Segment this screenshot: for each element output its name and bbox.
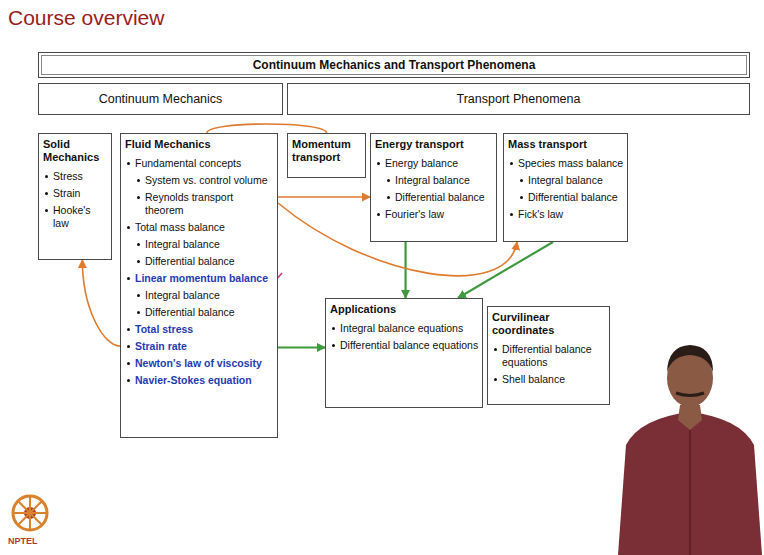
connector — [458, 242, 553, 298]
item-text: System vs. control volume — [145, 174, 268, 186]
item-text: Strain rate — [135, 340, 187, 352]
bullet-item: Newton's law of viscosity — [125, 357, 274, 370]
item-text: Species mass balance — [518, 157, 623, 169]
item-text: Integral balance — [145, 289, 220, 301]
box-heading: Curvilinear coordinates — [492, 311, 606, 337]
bullet-item: Linear momentum balance — [125, 272, 274, 285]
item-text: Fourier's law — [385, 208, 444, 220]
bullet-item: Differential balance equations — [330, 339, 479, 352]
bullet-item: Differential balance — [125, 306, 274, 319]
box-heading: Momentum transport — [292, 138, 362, 164]
item-text: Stress — [53, 170, 83, 182]
box-heading: Solid Mechanics — [43, 138, 108, 164]
bullet-item: Fourier's law — [375, 208, 493, 221]
heading-text: Solid Mechanics — [43, 138, 99, 163]
heading-text: Curvilinear coordinates — [492, 311, 554, 336]
item-text: Differential balance — [528, 191, 618, 203]
heading-text: Applications — [330, 303, 396, 315]
item-text: Integral balance — [528, 174, 603, 186]
bullet-item: Strain rate — [125, 340, 274, 353]
topic-box: Solid MechanicsStressStrainHooke's law — [38, 133, 112, 260]
bullet-item: Differential balance — [375, 191, 493, 204]
box-heading: Applications — [330, 303, 479, 316]
heading-text: Continuum Mechanics — [99, 93, 223, 106]
item-text: Linear momentum balance — [135, 272, 268, 284]
bullet-item: Fick's law — [508, 208, 624, 221]
item-text: Differential balance — [145, 306, 235, 318]
bullet-item: Energy balance — [375, 157, 493, 170]
connector — [278, 346, 325, 348]
bullet-item: Species mass balance — [508, 157, 624, 170]
item-text: Integral balance — [395, 174, 470, 186]
bullet-item: Differential balance — [508, 191, 624, 204]
item-text: Differential balance equations — [340, 339, 478, 351]
bullet-item: Integral balance — [508, 174, 624, 187]
item-text: Strain — [53, 187, 80, 199]
banner-box: Continuum Mechanics and Transport Phenom… — [38, 52, 750, 78]
item-text: Differential balance equations — [502, 343, 592, 368]
item-text: Total stress — [135, 323, 193, 335]
bullet-item: Total stress — [125, 323, 274, 336]
heading-text: Energy transport — [375, 138, 464, 150]
section-header: Continuum Mechanics — [38, 83, 283, 115]
item-text: Hooke's law — [53, 204, 91, 229]
heading-text: Mass transport — [508, 138, 587, 150]
bullet-item: Integral balance equations — [330, 322, 479, 335]
item-text: Newton's law of viscosity — [135, 357, 262, 369]
item-text: Differential balance — [145, 255, 235, 267]
bullet-item: Strain — [43, 187, 108, 200]
heading-text: Momentum transport — [292, 138, 351, 163]
bullet-item: Differential balance equations — [492, 343, 606, 369]
bullet-item: Reynolds transport theorem — [125, 191, 274, 217]
bullet-item: Stress — [43, 170, 108, 183]
bullet-item: Total mass balance — [125, 221, 274, 234]
box-heading: Fluid Mechanics — [125, 138, 274, 151]
nptel-logo — [13, 496, 47, 530]
item-text: Integral balance equations — [340, 322, 463, 334]
slide-title: Course overview — [8, 6, 164, 30]
bullet-item: Integral balance — [125, 289, 274, 302]
bullet-item: Differential balance — [125, 255, 274, 268]
bullet-item: Navier-Stokes equation — [125, 374, 274, 387]
section-header: Transport Phenomena — [287, 83, 750, 115]
heading-text: Fluid Mechanics — [125, 138, 211, 150]
item-text: Shell balance — [502, 373, 565, 385]
bullet-item: Fundamental concepts — [125, 157, 274, 170]
logo-text: NPTEL — [8, 536, 38, 546]
lecturer-figure — [618, 345, 762, 555]
topic-box: Energy transportEnergy balanceIntegral b… — [370, 133, 497, 242]
item-text: Reynolds transport theorem — [145, 191, 233, 216]
connector — [278, 196, 370, 198]
item-text: Differential balance — [395, 191, 485, 203]
item-text: Integral balance — [145, 238, 220, 250]
heading-text: Transport Phenomena — [457, 93, 581, 106]
topic-box: Curvilinear coordinatesDifferential bala… — [487, 306, 610, 405]
bullet-item: Hooke's law — [43, 204, 108, 230]
topic-box: Momentum transport — [287, 133, 366, 178]
connector — [82, 260, 120, 346]
topic-box: ApplicationsIntegral balance equationsDi… — [325, 298, 483, 408]
heading-text: Continuum Mechanics and Transport Phenom… — [253, 59, 536, 72]
topic-box: Fluid MechanicsFundamental conceptsSyste… — [120, 133, 278, 438]
bullet-item: Shell balance — [492, 373, 606, 386]
connector — [404, 242, 406, 298]
item-text: Navier-Stokes equation — [135, 374, 252, 386]
box-heading: Energy transport — [375, 138, 493, 151]
item-text: Energy balance — [385, 157, 458, 169]
box-heading: Mass transport — [508, 138, 624, 151]
bullet-item: Integral balance — [125, 238, 274, 251]
item-text: Total mass balance — [135, 221, 225, 233]
item-text: Fick's law — [518, 208, 563, 220]
bullet-item: Integral balance — [375, 174, 493, 187]
bullet-item: System vs. control volume — [125, 174, 274, 187]
item-text: Fundamental concepts — [135, 157, 241, 169]
topic-box: Mass transportSpecies mass balanceIntegr… — [503, 133, 628, 242]
connector — [207, 124, 327, 133]
